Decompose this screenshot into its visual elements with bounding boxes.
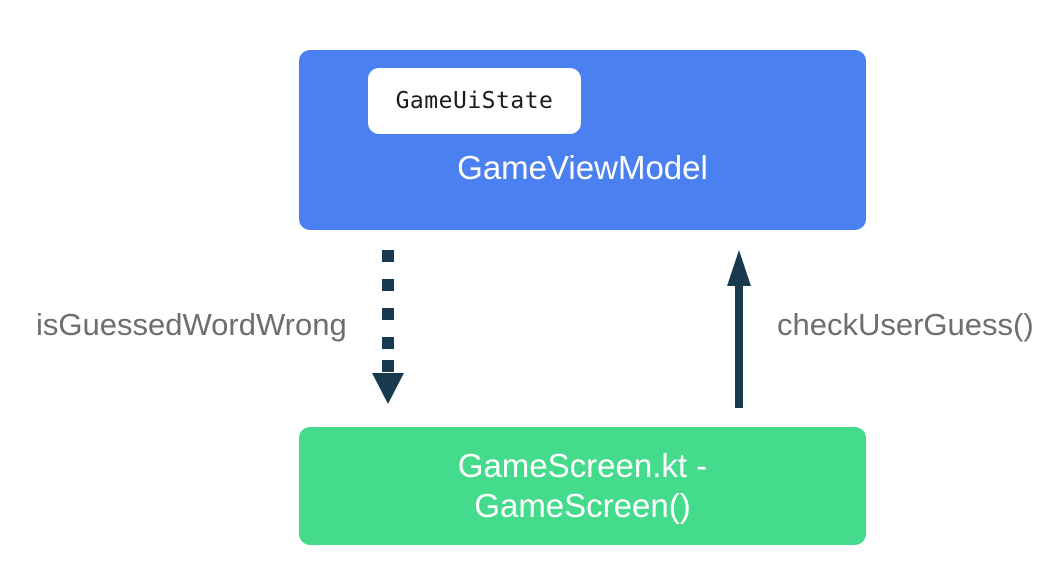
arrow-shaft-up — [735, 283, 743, 408]
node-game-screen[interactable]: GameScreen.kt - GameScreen() — [299, 427, 866, 545]
dotted-arrow-dash-4 — [382, 337, 394, 349]
edge-label-is-guessed-word-wrong: isGuessedWordWrong — [36, 307, 347, 342]
game-view-model-label: GameViewModel — [457, 149, 708, 186]
dotted-arrow-dash-1 — [382, 250, 394, 262]
node-game-ui-state-chip[interactable]: GameUiState — [368, 68, 581, 134]
edge-label-check-user-guess: checkUserGuess() — [777, 307, 1034, 342]
node-game-view-model[interactable]: GameUiState GameViewModel — [299, 50, 866, 230]
arrow-state-flow-dotted — [372, 250, 404, 404]
arrow-head-down-icon — [372, 373, 404, 404]
game-screen-label: GameScreen.kt - GameScreen() — [457, 446, 708, 524]
game-ui-state-label: GameUiState — [395, 88, 554, 114]
arrow-event-flow-solid — [727, 250, 751, 408]
arrow-head-up-icon — [727, 250, 751, 286]
dotted-arrow-dash-3 — [382, 308, 394, 320]
dotted-arrow-dash-2 — [382, 279, 394, 291]
dotted-arrow-dash-5 — [382, 360, 394, 372]
